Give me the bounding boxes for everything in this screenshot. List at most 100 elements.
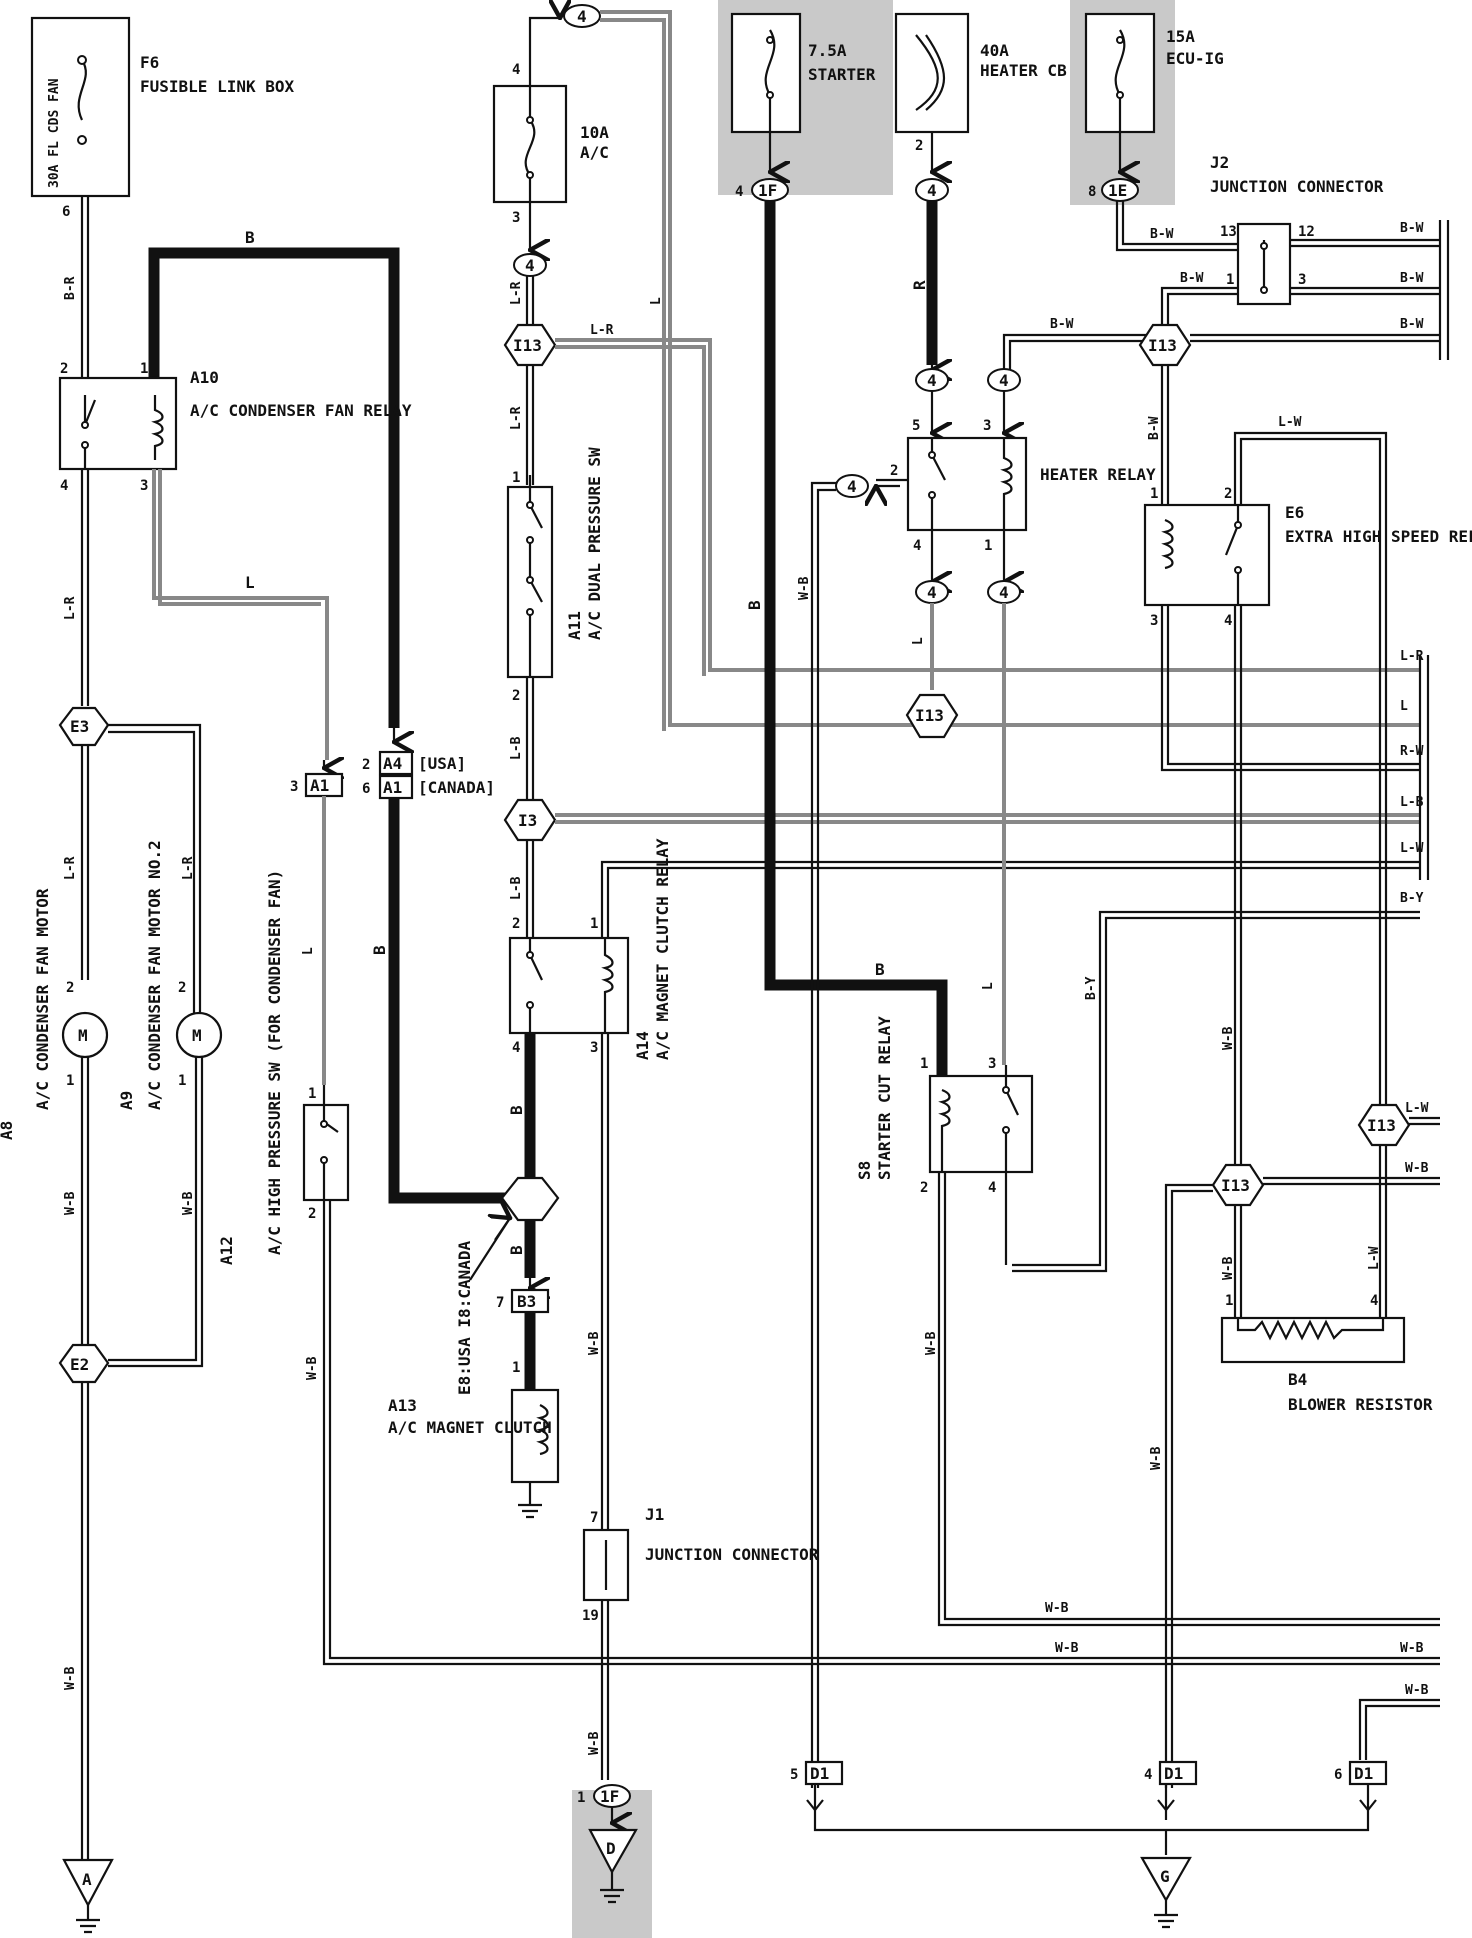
svg-text:2: 2 — [915, 138, 923, 154]
svg-text:15A: 15A — [1166, 27, 1195, 46]
svg-text:13: 13 — [1220, 224, 1237, 240]
svg-text:1F: 1F — [600, 1787, 619, 1806]
svg-text:B3: B3 — [517, 1292, 536, 1311]
svg-text:1: 1 — [984, 538, 992, 554]
svg-text:I13: I13 — [1221, 1176, 1250, 1195]
svg-text:4: 4 — [999, 371, 1009, 390]
svg-text:3: 3 — [983, 418, 991, 434]
b4-blower-resistor — [1220, 1316, 1406, 1364]
svg-text:L-W: L-W — [1278, 415, 1302, 430]
svg-text:L-W: L-W — [1405, 1101, 1429, 1116]
svg-text:R: R — [910, 280, 929, 290]
svg-text:L-R: L-R — [509, 281, 524, 305]
f6-fuse-label: 30A FL CDS FAN — [47, 78, 62, 188]
a9-fan-motor — [175, 1011, 223, 1059]
svg-text:3: 3 — [988, 1056, 996, 1072]
i3-splice — [503, 798, 557, 842]
svg-text:D1: D1 — [1354, 1764, 1373, 1783]
ground-d — [588, 1828, 638, 1875]
svg-text:STARTER: STARTER — [808, 65, 876, 84]
splice-e8-i8 — [500, 1176, 560, 1222]
svg-text:1: 1 — [512, 1360, 520, 1376]
svg-text:4: 4 — [735, 184, 743, 200]
svg-text:B: B — [507, 1105, 526, 1115]
svg-text:3: 3 — [512, 210, 520, 226]
a13-magnet-clutch — [510, 1388, 560, 1484]
svg-text:B: B — [370, 945, 389, 955]
svg-text:L-W: L-W — [1400, 841, 1424, 856]
svg-text:B-Y: B-Y — [1084, 976, 1099, 1000]
a14-id: A14 — [633, 1031, 652, 1060]
svg-text:4: 4 — [999, 583, 1009, 602]
a12-high-pressure-sw — [302, 1103, 350, 1202]
a4-connector-usa — [378, 750, 414, 776]
a8-name: A/C CONDENSER FAN MOTOR — [33, 888, 52, 1110]
svg-text:4: 4 — [512, 1040, 520, 1056]
svg-text:D1: D1 — [1164, 1764, 1183, 1783]
svg-text:W-B: W-B — [1045, 1601, 1069, 1616]
svg-text:B-W: B-W — [1150, 227, 1174, 242]
svg-text:8: 8 — [1088, 184, 1096, 200]
svg-text:3: 3 — [1298, 272, 1306, 288]
svg-text:L: L — [649, 297, 664, 305]
svg-text:W-B: W-B — [305, 1356, 320, 1380]
svg-text:I13: I13 — [1367, 1116, 1396, 1135]
svg-text:1E: 1E — [1108, 181, 1127, 200]
svg-text:3: 3 — [140, 478, 148, 494]
j1-name: JUNCTION CONNECTOR — [645, 1545, 819, 1564]
j1-id: J1 — [645, 1505, 664, 1524]
svg-text:W-B: W-B — [1055, 1641, 1079, 1656]
svg-text:7.5A: 7.5A — [808, 41, 847, 60]
svg-text:4: 4 — [577, 7, 587, 26]
svg-text:4: 4 — [988, 1180, 996, 1196]
svg-text:ECU-IG: ECU-IG — [1166, 49, 1224, 68]
svg-text:1: 1 — [1225, 1293, 1233, 1309]
svg-text:7: 7 — [590, 1510, 598, 1526]
a9-id: A9 — [117, 1091, 136, 1110]
svg-text:A: A — [82, 1870, 92, 1889]
e6-extra-high-speed-relay — [1143, 503, 1271, 607]
svg-text:R-W: R-W — [1400, 744, 1424, 759]
svg-text:1: 1 — [140, 361, 148, 377]
svg-text:6: 6 — [362, 781, 370, 797]
svg-text:B-W: B-W — [1180, 271, 1204, 286]
j2-name: JUNCTION CONNECTOR — [1210, 177, 1384, 196]
svg-text:3: 3 — [290, 779, 298, 795]
svg-text:HEATER CB: HEATER CB — [980, 61, 1067, 80]
svg-text:12: 12 — [1298, 224, 1315, 240]
svg-text:1: 1 — [577, 1790, 585, 1806]
svg-text:2: 2 — [66, 980, 74, 996]
svg-text:W-B: W-B — [587, 1331, 602, 1355]
svg-text:1: 1 — [920, 1056, 928, 1072]
svg-text:A/C: A/C — [580, 143, 609, 162]
a12-id: A12 — [217, 1236, 236, 1265]
svg-text:M: M — [78, 1026, 88, 1045]
svg-text:L-R: L-R — [181, 856, 196, 880]
svg-text:W-B: W-B — [1405, 1161, 1429, 1176]
a11-name: A/C DUAL PRESSURE SW — [585, 447, 604, 640]
svg-text:B: B — [507, 1245, 526, 1255]
cb-40a-heater — [894, 12, 970, 134]
s8-id: S8 — [855, 1161, 874, 1180]
svg-text:2: 2 — [890, 463, 898, 479]
a11-id: A11 — [565, 611, 584, 640]
wire-b-main — [148, 247, 400, 728]
svg-text:6: 6 — [1334, 1767, 1342, 1783]
svg-text:B: B — [245, 228, 255, 247]
f6-fusible-link-box — [30, 16, 131, 198]
connector-1e — [1101, 178, 1139, 202]
i13-splice-right — [1138, 323, 1192, 367]
svg-text:3: 3 — [1150, 613, 1158, 629]
j2-id: J2 — [1210, 153, 1229, 172]
i13-splice-heater — [905, 693, 959, 739]
svg-text:I13: I13 — [1148, 336, 1177, 355]
svg-text:2: 2 — [512, 688, 520, 704]
e3-splice — [58, 706, 110, 747]
svg-text:I13: I13 — [513, 336, 542, 355]
svg-text:4: 4 — [1224, 613, 1232, 629]
svg-text:L-B: L-B — [509, 736, 524, 760]
e2-splice — [58, 1343, 110, 1384]
svg-text:I3: I3 — [518, 811, 537, 830]
a10-name: A/C CONDENSER FAN RELAY — [190, 401, 412, 420]
svg-text:[CANADA]: [CANADA] — [418, 778, 495, 797]
